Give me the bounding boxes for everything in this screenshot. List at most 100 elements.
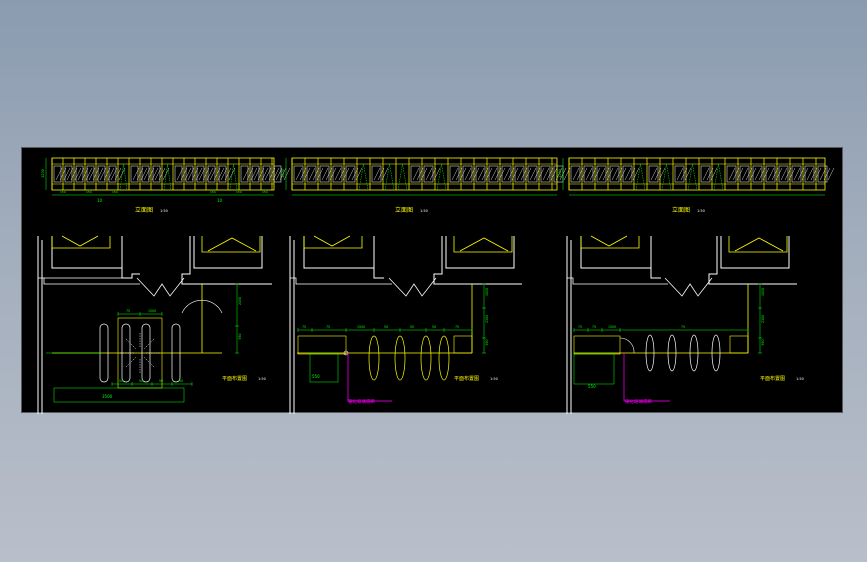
elevation-glass-panel <box>196 165 205 183</box>
elevation-glass-hatch <box>542 167 550 181</box>
plan-left-bottom-dim: 50 <box>139 379 143 383</box>
plan-right-glass-door <box>667 334 677 372</box>
elevation-glass-hatch <box>464 167 472 181</box>
elevation-glass-hatch <box>110 167 118 181</box>
elevation-height-dim: 1200 <box>558 169 562 178</box>
elevation-glass-hatch <box>477 167 485 181</box>
plan-right-top-dim: 75 <box>592 325 596 329</box>
elevation-left-bottom-dim: 150 <box>210 190 216 194</box>
elevation-glass-hatch <box>451 167 459 181</box>
plan-right-door-swing <box>619 337 635 354</box>
elevation-glass-panel <box>75 165 84 183</box>
elevation-height-dim: 1200 <box>41 169 45 178</box>
elevation-glass-panel <box>174 165 183 183</box>
elevation-glass-panel <box>130 165 139 183</box>
elevation-glass-hatch <box>624 167 632 181</box>
plan-left-top-dim: 75 <box>126 309 130 313</box>
elevation-right: 1200 <box>558 157 835 196</box>
elevation-glass-hatch <box>253 167 261 181</box>
elevation-glass-hatch <box>77 167 85 181</box>
plan-right-scale: 1:50 <box>796 377 804 381</box>
elevation-glass-hatch <box>819 167 827 181</box>
elevation-glass-hatch <box>373 167 381 181</box>
plan-left-revolving-door <box>144 357 155 368</box>
elevation-glass-hatch <box>767 167 775 181</box>
elevation-glass-hatch <box>572 167 580 181</box>
plan-left-title: 平面布置图 <box>222 375 247 382</box>
elevation-glass-hatch <box>598 167 606 181</box>
plan-middle-box-dim: 550 <box>312 374 320 379</box>
plan-left-bottom-dim: 50 <box>179 379 183 383</box>
elevation-glass-hatch <box>490 167 498 181</box>
elevation-door-swing <box>229 163 238 191</box>
elevation-door-swing <box>163 163 172 191</box>
elevation-left-bottom-dim: 150 <box>236 190 242 194</box>
elevation-glass-hatch <box>780 167 788 181</box>
elevation-glass-panel <box>240 165 249 183</box>
elevation-glass-hatch <box>741 167 749 181</box>
plan-middle-dim-box <box>309 353 339 383</box>
elevation-height-dim: 1200 <box>281 169 285 178</box>
plan-left-bottom-dim: 50 <box>119 379 123 383</box>
plan-middle-pivot-door <box>438 335 450 381</box>
elevation-glass-hatch <box>143 167 151 181</box>
elevation-middle-title: 立面图 <box>395 206 413 214</box>
plan-left-glass-door <box>171 323 181 383</box>
elevation-right-title: 立面图 <box>672 206 690 214</box>
elevation-glass-hatch <box>99 167 107 181</box>
plan-middle-pivot-door <box>368 335 380 381</box>
plan-right-box-dim: 550 <box>588 384 596 389</box>
elevation-glass-hatch <box>412 167 420 181</box>
plan-right-leader-note: 钢化玻璃隔断 <box>625 398 652 405</box>
elevation-glass-hatch <box>176 167 184 181</box>
elevation-glass-hatch <box>198 167 206 181</box>
elevation-glass-hatch <box>793 167 801 181</box>
elevation-glass-hatch <box>728 167 736 181</box>
elevation-glass-hatch <box>611 167 619 181</box>
elevation-door-swing <box>436 163 447 191</box>
plan-left-bottom-dim: 50 <box>159 379 163 383</box>
elevation-glass-hatch <box>132 167 140 181</box>
elevation-glass-panel <box>273 165 282 183</box>
elevation-glass-panel <box>108 165 117 183</box>
plan-left-revolving-door <box>125 357 136 368</box>
plan-right-top-dim: 75 <box>681 325 685 329</box>
elevation-glass-hatch <box>279 167 287 181</box>
plan-middle-scale: 1:50 <box>490 377 498 381</box>
plan-left-revolving-door <box>125 338 136 349</box>
elevation-door-swing <box>119 163 128 191</box>
elevation-door-swing <box>384 163 395 191</box>
elevation-glass-hatch <box>88 167 96 181</box>
plan-middle-fixed-panel <box>297 335 347 355</box>
elevation-glass-hatch <box>187 167 195 181</box>
elevation-right-scale: 1:50 <box>697 209 705 213</box>
elevation-glass-hatch <box>650 167 658 181</box>
elevation-glass-hatch <box>55 167 63 181</box>
elevation-glass-hatch <box>702 167 710 181</box>
elevation-door-swing <box>661 163 672 191</box>
plan-left-scale: 1:50 <box>258 377 266 381</box>
elevation-glass-hatch <box>555 167 563 181</box>
elevation-glass-panel <box>207 165 216 183</box>
plan-right-title: 平面布置图 <box>760 375 785 382</box>
elevation-glass-hatch <box>321 167 329 181</box>
plan-left-revolving-door <box>144 338 155 349</box>
plan-middle-side-dim: 2300 <box>485 315 489 323</box>
plan-right-fixed-panel <box>573 335 621 355</box>
elevation-door-swing <box>397 163 408 191</box>
elevation-left-bottom-dim: 150 <box>60 190 66 194</box>
elevation-glass-hatch <box>585 167 593 181</box>
elevation-glass-hatch <box>275 167 283 181</box>
elevation-left-bottom-dim: 150 <box>112 190 118 194</box>
elevation-glass-hatch <box>264 167 272 181</box>
plan-right-glass-door <box>711 334 721 372</box>
elevation-glass-hatch <box>242 167 250 181</box>
plan-right-side-dim: 950 <box>761 339 765 345</box>
elevation-left-bottom-dim: 150 <box>262 190 268 194</box>
elevation-glass-panel <box>262 165 271 183</box>
elevation-glass-panel <box>141 165 150 183</box>
